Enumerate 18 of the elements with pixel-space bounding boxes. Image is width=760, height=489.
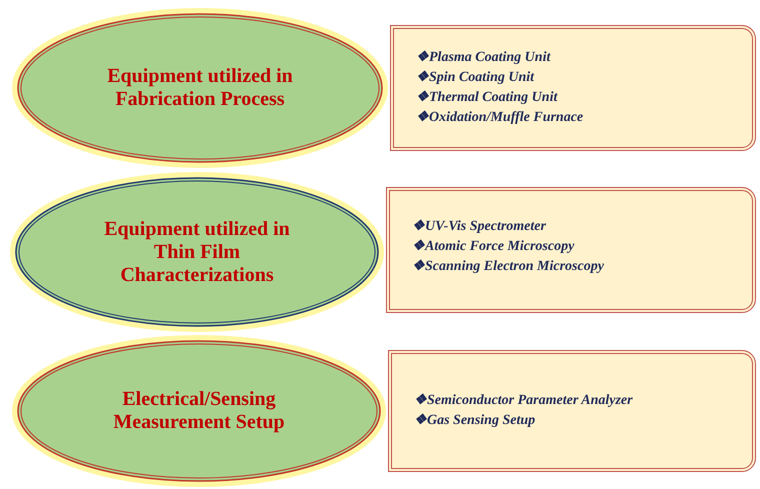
equipment-list-panel (386, 187, 756, 313)
category-ellipse (10, 172, 384, 332)
list-item: ❖UV-Vis Spectrometer (412, 218, 547, 236)
list-item: ❖Plasma Coating Unit (416, 49, 552, 67)
list-item: ❖Spin Coating Unit (416, 69, 536, 87)
list-item: ❖Scanning Electron Microscopy (412, 258, 605, 276)
category-ellipse (12, 335, 386, 487)
category-title: Equipment utilized in Fabrication Process (106, 65, 294, 111)
category-ellipse (12, 8, 388, 168)
list-item: ❖Thermal Coating Unit (416, 89, 559, 107)
category-title: Electrical/Sensing Measurement Setup (112, 388, 286, 434)
category-title: Equipment utilized in Thin Film Characterizations (103, 218, 291, 286)
equipment-list-panel (388, 350, 756, 472)
list-item: ❖Semiconductor Parameter Analyzer (414, 392, 634, 410)
list-item: ❖Atomic Force Microscopy (412, 238, 576, 256)
equipment-list-panel (390, 25, 756, 151)
list-item: ❖Gas Sensing Setup (414, 412, 536, 430)
list-item: ❖Oxidation/Muffle Furnace (416, 109, 584, 127)
